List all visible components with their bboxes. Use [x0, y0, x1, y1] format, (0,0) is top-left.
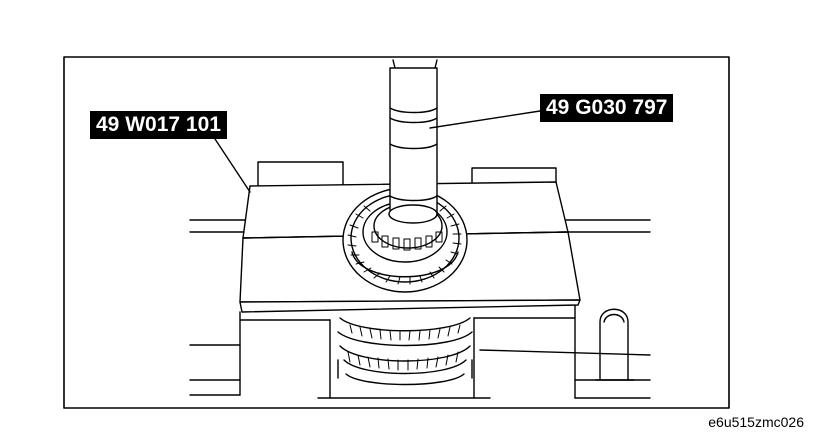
shaft-bands	[389, 107, 438, 202]
leader-fixture-plate	[214, 138, 251, 193]
installer-shaft	[388, 59, 438, 224]
upper-gear-teeth	[347, 205, 462, 285]
label-installer-shaft: 49 G030 797	[540, 94, 674, 122]
label-fixture-plate: 49 W017 101	[90, 111, 227, 139]
lower-gear-teeth	[347, 324, 461, 371]
leader-installer-shaft	[429, 110, 541, 129]
side-peg	[595, 308, 635, 381]
rear-blocks	[257, 161, 557, 191]
lower-gear-stack	[337, 317, 473, 386]
diagram-frame	[63, 56, 730, 409]
figure-id: e6u515zmc026	[708, 414, 804, 430]
bearing-rollers	[371, 231, 443, 251]
base-frame	[189, 304, 651, 399]
